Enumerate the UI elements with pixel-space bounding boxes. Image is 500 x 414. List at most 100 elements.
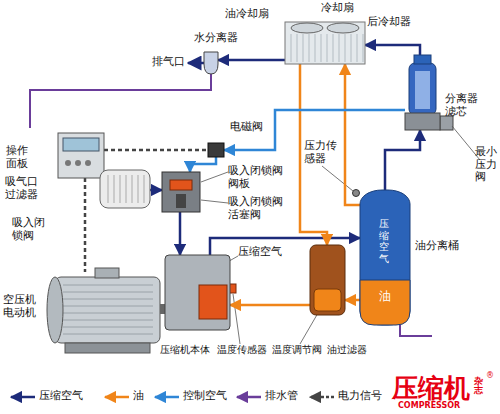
drain-pipe [30, 74, 211, 128]
node-label: 油 [379, 290, 395, 304]
shape-part [63, 334, 153, 335]
exhaust-pipe [188, 62, 204, 65]
legend-line [11, 396, 35, 399]
outlet-label: 排气口 [152, 56, 188, 69]
shape-part [55, 277, 160, 343]
shape-part [321, 34, 322, 62]
shape-part [108, 175, 109, 203]
node-label: 分离器滤芯 [445, 93, 481, 118]
legend-line [100, 392, 130, 402]
shape-part [63, 327, 153, 328]
shape-part [363, 34, 364, 62]
node-label: 油冷却扇 [225, 8, 275, 21]
legend-label: 控制空气 [183, 390, 227, 403]
node-label: 压缩空气 [379, 218, 391, 264]
leader-line [300, 313, 318, 344]
node-shape [58, 133, 104, 178]
shape-part [126, 175, 127, 203]
pipe-connector [230, 304, 310, 307]
node-shape [165, 255, 230, 330]
shape-part [405, 113, 440, 130]
shape-part [414, 55, 431, 64]
shape-part [204, 52, 218, 74]
shape-part [132, 175, 133, 203]
shape-part [208, 143, 224, 157]
shape-part [170, 180, 192, 190]
shape-part [415, 71, 430, 109]
intake-valve: 吸入闭锁阀 [162, 172, 200, 212]
leader-lines [201, 126, 480, 344]
node-label: 电磁阀 [230, 121, 270, 134]
shape-part [303, 34, 304, 62]
node-label: 操作面板 [6, 145, 30, 170]
shape-part [310, 245, 345, 315]
legend-line [105, 396, 129, 399]
legend-line [232, 392, 262, 402]
shape-part [63, 299, 153, 300]
watermark: COMPRESSOR [398, 402, 494, 410]
part-label: 温度传感器 [217, 344, 271, 356]
shape-part [58, 133, 104, 178]
shape-part [114, 175, 115, 203]
shape-part [176, 194, 186, 208]
node-shape [310, 245, 345, 315]
drain-pipe [400, 325, 432, 336]
shape-part [100, 170, 150, 208]
part-label: 吸入闭锁阀阀板 [228, 165, 286, 190]
cooler-unit: 冷却扇油冷却扇后冷却器 [285, 22, 365, 64]
shape-part [339, 34, 340, 62]
shape-part [144, 175, 145, 203]
shape-part [95, 268, 119, 278]
shape-part [351, 34, 352, 62]
separator-element: 分离器滤芯 [405, 55, 440, 130]
watermark: ® [486, 372, 498, 380]
shape-part [327, 34, 328, 62]
intake-filter: 吸气口过滤器 [100, 170, 150, 208]
node-shape [162, 172, 200, 212]
compressor-body: 压缩机本体 [165, 255, 230, 330]
shape-part [297, 34, 298, 62]
part-label: 最小压力阀 [475, 146, 499, 184]
pipe-connector [150, 189, 162, 192]
shape-part [120, 175, 121, 203]
pipe-connector [365, 45, 420, 55]
part-label: 压力传感器 [304, 140, 340, 165]
pipe-connector [385, 130, 420, 190]
leader-line [322, 166, 353, 191]
node-shape [45, 272, 165, 357]
oil-filter: 油过滤器 [310, 245, 345, 315]
legend-label: 压缩空气 [39, 390, 83, 403]
legend-label: 排水管 [265, 390, 298, 403]
node-shape [100, 170, 150, 208]
node-label: 油过滤器 [327, 344, 373, 356]
pipe-connector [218, 59, 285, 62]
shape-part [63, 320, 153, 321]
minimum-pressure-valve [440, 116, 453, 130]
panel-button [85, 160, 91, 166]
motor: 空压机电动机 [45, 272, 165, 357]
solenoid-valve: 电磁阀 [208, 143, 224, 157]
panel-button [75, 160, 81, 166]
pipe-connector [345, 299, 360, 302]
shape-part [65, 343, 150, 353]
shape-part [63, 313, 153, 314]
operation-panel: 操作面板 [58, 133, 104, 178]
legend-line [155, 396, 179, 399]
legend-line [310, 396, 334, 399]
node-shape [204, 52, 218, 74]
shape-part [47, 277, 63, 343]
node-label: 冷却扇 [321, 2, 361, 15]
pressure-sensor [353, 190, 360, 197]
shape-part [165, 255, 230, 330]
shape-part [357, 34, 358, 62]
panel-button [65, 160, 71, 166]
shape-part [360, 280, 410, 325]
watermark: 压缩机 [392, 375, 474, 401]
shape-part [162, 172, 200, 212]
node-label: 吸气口过滤器 [5, 176, 41, 201]
watermark: 杂志 [474, 377, 485, 396]
shape-part [63, 292, 153, 293]
node-shape [208, 143, 224, 157]
node-label: 空压机电动机 [3, 294, 39, 319]
leader-line [233, 294, 240, 344]
